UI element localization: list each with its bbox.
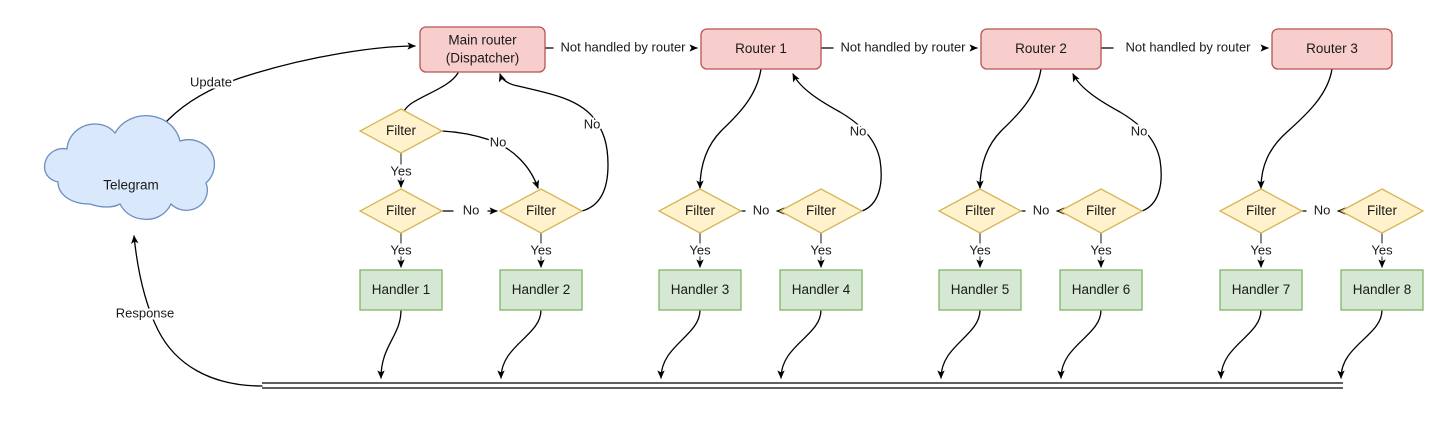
edge-handler-7-to-bus <box>1217 309 1262 379</box>
edge-label-yes-filter-f: Yes <box>969 242 991 257</box>
filter-c-label: Filter <box>526 203 557 218</box>
node-filter-d[interactable]: Filter <box>657 188 743 234</box>
edge-label-response: Response <box>116 305 175 320</box>
filter-f-label: Filter <box>965 203 996 218</box>
filter-h-label: Filter <box>1246 203 1277 218</box>
router-2-label: Router 2 <box>1015 41 1067 56</box>
node-filter-h[interactable]: Filter <box>1218 188 1304 234</box>
node-handler-2[interactable]: Handler 2 <box>499 269 583 311</box>
main-router-label-line1: Main router <box>448 33 517 48</box>
edge-filter-c-no-to-mainrouter <box>498 73 609 212</box>
edge-label-no-filter-c: No <box>584 116 601 131</box>
filter-g-label: Filter <box>1086 203 1117 218</box>
node-handler-5[interactable]: Handler 5 <box>938 269 1022 311</box>
node-filter-b[interactable]: Filter <box>358 188 444 234</box>
node-router-1[interactable]: Router 1 <box>700 28 822 70</box>
node-handler-6[interactable]: Handler 6 <box>1059 269 1143 311</box>
filter-e-label: Filter <box>806 203 837 218</box>
edge-filter-a-no-to-filter-c <box>441 130 540 189</box>
edge-label-no-filter-f: No <box>1033 202 1050 217</box>
edge-handler-4-to-bus <box>777 309 822 379</box>
edge-response-to-telegram <box>131 235 263 387</box>
filter-b-label: Filter <box>386 203 417 218</box>
handler-5-label: Handler 5 <box>951 282 1010 297</box>
edge-label-no-filter-h: No <box>1314 202 1331 217</box>
node-handler-7[interactable]: Handler 7 <box>1219 269 1303 311</box>
edge-label-yes-filter-c: Yes <box>530 242 552 257</box>
edge-label-not-handled-2: Not handled by router <box>840 39 966 54</box>
edge-handler-8-to-bus <box>1337 309 1383 379</box>
edge-handler-1-to-bus <box>377 309 402 379</box>
filter-i-label: Filter <box>1367 203 1398 218</box>
node-handler-1[interactable]: Handler 1 <box>359 269 443 311</box>
edge-label-yes-filter-i: Yes <box>1371 242 1393 257</box>
edge-label-yes-filter-h: Yes <box>1250 242 1272 257</box>
edge-router-1-to-filter-d <box>696 68 762 189</box>
edge-label-update: Update <box>190 74 232 89</box>
edge-label-no-filter-a: No <box>490 134 507 149</box>
edge-filter-e-no-to-router-1 <box>792 73 882 212</box>
edge-label-not-handled-1: Not handled by router <box>560 39 686 54</box>
handler-2-label: Handler 2 <box>512 282 571 297</box>
filter-a-label: Filter <box>386 123 417 138</box>
node-filter-f[interactable]: Filter <box>937 188 1023 234</box>
edge-label-no-filter-e: No <box>850 123 867 138</box>
edge-label-no-filter-d: No <box>753 202 770 217</box>
node-handler-8[interactable]: Handler 8 <box>1340 269 1424 311</box>
edge-label-yes-filter-a: Yes <box>390 163 412 178</box>
handler-8-label: Handler 8 <box>1353 282 1412 297</box>
handler-3-label: Handler 3 <box>671 282 730 297</box>
edge-label-yes-filter-b: Yes <box>390 242 412 257</box>
edge-router-2-to-filter-f <box>976 68 1042 189</box>
edge-label-yes-filter-g: Yes <box>1090 242 1112 257</box>
router-1-label: Router 1 <box>735 41 787 56</box>
router-3-label: Router 3 <box>1306 41 1358 56</box>
main-router-label-line2: (Dispatcher) <box>446 51 520 66</box>
node-handler-3[interactable]: Handler 3 <box>658 269 742 311</box>
edge-label-yes-filter-d: Yes <box>689 242 711 257</box>
node-main-router[interactable]: Main router (Dispatcher) <box>419 26 546 73</box>
handler-7-label: Handler 7 <box>1232 282 1291 297</box>
edge-handler-6-to-bus <box>1057 309 1102 379</box>
edge-handler-3-to-bus <box>657 309 701 379</box>
edge-label-yes-filter-e: Yes <box>810 242 832 257</box>
node-filter-a[interactable]: Filter <box>358 108 444 154</box>
edge-filter-g-no-to-router-2 <box>1072 73 1162 212</box>
node-filter-c[interactable]: Filter <box>498 188 584 234</box>
node-handler-4[interactable]: Handler 4 <box>779 269 863 311</box>
edge-label-no-filter-b: No <box>463 202 480 217</box>
handler-1-label: Handler 1 <box>372 282 431 297</box>
handler-6-label: Handler 6 <box>1072 282 1131 297</box>
telegram-cloud-label: Telegram <box>103 178 159 193</box>
edge-label-not-handled-3: Not handled by router <box>1125 39 1251 54</box>
node-filter-e[interactable]: Filter <box>778 188 864 234</box>
filter-d-label: Filter <box>685 203 716 218</box>
edge-router-3-to-filter-h <box>1257 68 1333 189</box>
handler-4-label: Handler 4 <box>792 282 851 297</box>
node-filter-i[interactable]: Filter <box>1339 188 1425 234</box>
node-router-2[interactable]: Router 2 <box>980 28 1102 70</box>
edge-handler-2-to-bus <box>497 309 542 379</box>
node-router-3[interactable]: Router 3 <box>1271 28 1393 70</box>
edge-label-no-filter-g: No <box>1131 123 1148 138</box>
telegram-cloud: Telegram <box>43 115 216 221</box>
edge-handler-5-to-bus <box>937 309 981 379</box>
node-filter-g[interactable]: Filter <box>1058 188 1144 234</box>
